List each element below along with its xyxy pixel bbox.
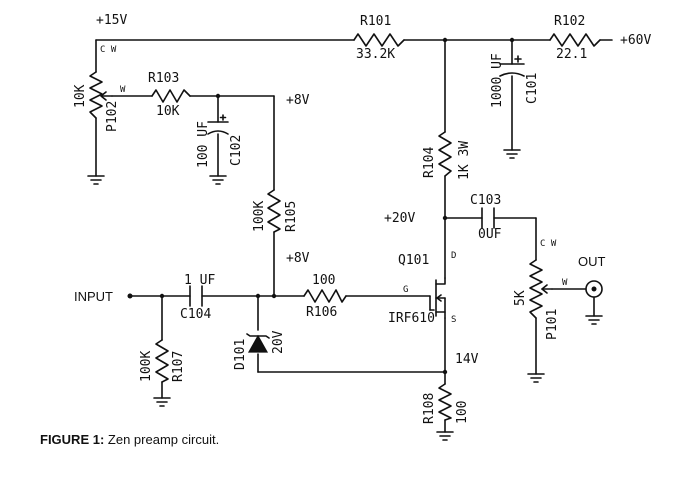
c103-ref: C103	[470, 193, 501, 208]
label-14v: 14V	[455, 352, 479, 367]
pin-p101-cw: C W	[540, 239, 557, 249]
p102-ref: P102	[105, 101, 120, 132]
r104-ref: R104	[422, 147, 437, 178]
c101-value: 1000 UF	[490, 53, 505, 108]
r106-ref: R106	[306, 305, 337, 320]
d101-value: 20V	[271, 330, 286, 354]
q101-ref: Q101	[398, 253, 429, 268]
p101-value: 5K	[513, 290, 528, 306]
r108-ref: R108	[422, 393, 437, 424]
r102-ref: R102	[554, 14, 585, 29]
c103-value: 0UF	[478, 227, 502, 242]
pin-p102-w: W	[120, 85, 126, 95]
label-plus8v-mid: +8V	[286, 251, 310, 266]
r107-ref: R107	[171, 351, 186, 382]
label-input: INPUT	[74, 289, 113, 304]
c102-value: 100 UF	[196, 121, 211, 168]
potentiometer-p101-symbol	[529, 259, 553, 319]
input-terminal	[127, 293, 133, 299]
label-plus8v-top: +8V	[286, 93, 310, 108]
resistor-r101-symbol	[353, 33, 405, 47]
r102-value: 22.1	[556, 47, 587, 62]
resistor-r106-symbol	[303, 289, 347, 303]
c102-ref: C102	[229, 135, 244, 166]
capacitor-c104-symbol	[189, 285, 203, 307]
label-plus60v: +60V	[620, 33, 651, 48]
label-out: OUT	[578, 254, 606, 269]
ground-out	[585, 315, 603, 325]
label-plus15v: +15V	[96, 13, 127, 28]
ground-p101	[527, 373, 545, 383]
potentiometer-p102-symbol	[89, 71, 113, 119]
pin-p101-w: W	[562, 278, 568, 288]
resistor-r108-symbol	[438, 383, 452, 421]
wires	[95, 39, 613, 433]
ground-p102	[87, 175, 105, 185]
resistor-r105-symbol	[267, 189, 281, 233]
r107-value: 100K	[139, 351, 154, 382]
ground-r108	[436, 431, 454, 441]
ground-c102	[209, 175, 227, 185]
r105-value: 100K	[252, 201, 267, 232]
r108-value: 100	[455, 401, 470, 424]
resistor-r103-symbol	[151, 89, 191, 103]
r106-value: 100	[312, 273, 335, 288]
d101-ref: D101	[233, 339, 248, 370]
r103-value: 10K	[156, 104, 180, 119]
c101-ref: C101	[525, 73, 540, 104]
pin-q101-d: D	[451, 251, 456, 261]
r105-ref: R105	[284, 201, 299, 232]
figure-caption-text: Zen preamp circuit.	[107, 432, 220, 447]
pin-q101-g: G	[403, 285, 408, 295]
c104-value: 1 UF	[184, 273, 215, 288]
r103-ref: R103	[148, 71, 179, 86]
resistor-r102-symbol	[549, 33, 601, 47]
label-plus20v: +20V	[384, 211, 415, 226]
zener-d101-symbol	[246, 333, 270, 353]
output-jack-symbol	[585, 280, 603, 298]
mosfet-q101-symbol	[429, 277, 446, 319]
r101-ref: R101	[360, 14, 391, 29]
ground-c101	[503, 149, 521, 159]
r104-value: 1K 3W	[457, 141, 472, 180]
figure-caption-label: FIGURE 1:	[40, 432, 105, 447]
pin-p102-cw: C W	[100, 45, 117, 55]
q101-value: IRF610	[388, 311, 435, 326]
capacitor-c101-symbol	[499, 55, 525, 77]
capacitor-c102-symbol	[207, 114, 229, 135]
capacitor-c103-symbol	[481, 207, 495, 229]
pin-q101-s: S	[451, 315, 456, 325]
resistor-r107-symbol	[155, 339, 169, 383]
r101-value: 33.2K	[356, 47, 395, 62]
c104-ref: C104	[180, 307, 211, 322]
resistor-r104-symbol	[438, 131, 452, 177]
p102-value: 10K	[73, 84, 88, 108]
figure-caption: FIGURE 1: Zen preamp circuit.	[40, 432, 219, 447]
ground-r107	[153, 397, 171, 407]
p101-ref: P101	[545, 309, 560, 340]
